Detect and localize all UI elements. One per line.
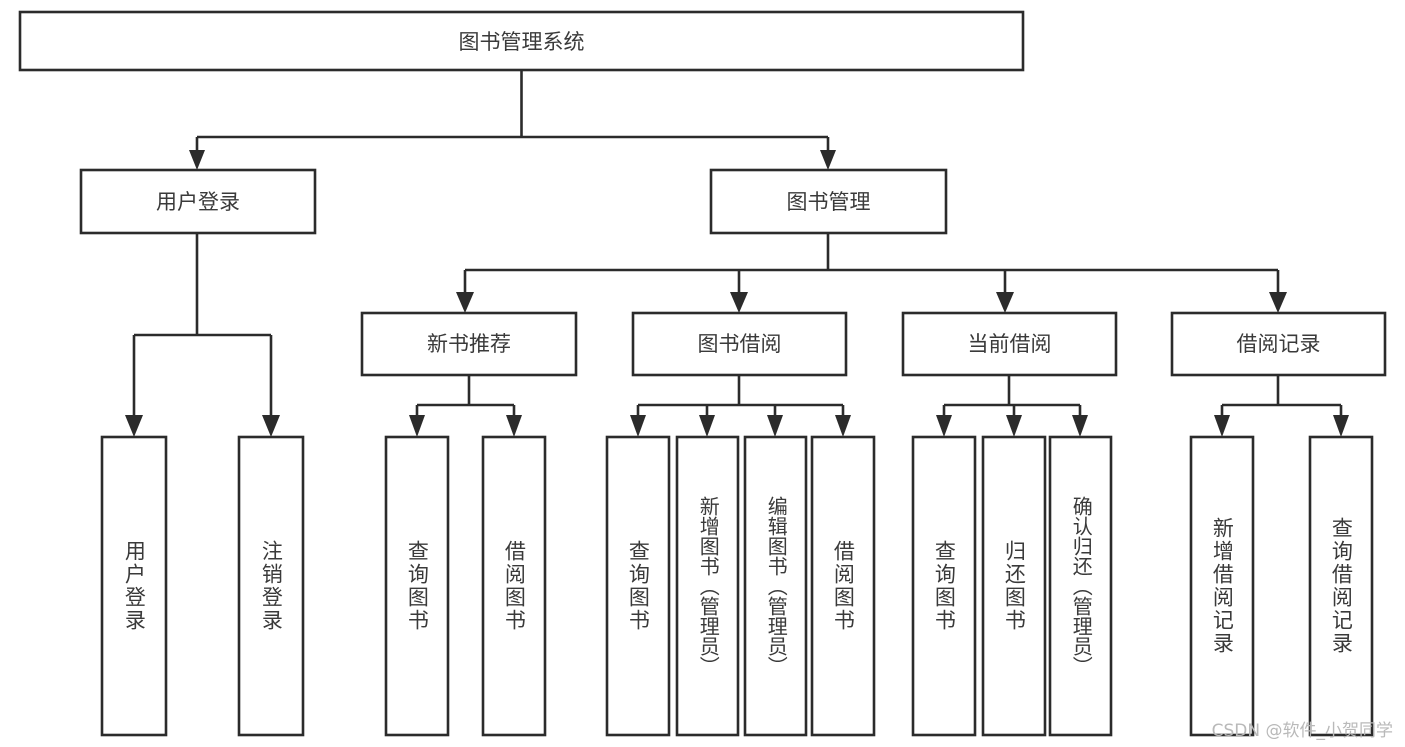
leaf-box-query-book-2[interactable] [605, 435, 671, 737]
leaf-box-edit-book[interactable] [743, 435, 808, 737]
connector-records-to-leaves [1214, 375, 1349, 437]
arrow-head-leaf-logout [262, 415, 280, 437]
leaf-box-return-book[interactable] [981, 435, 1047, 737]
node-borrow[interactable]: 图书借阅 [631, 311, 848, 377]
leaf-box-user-login[interactable] [100, 435, 168, 737]
node-root-box[interactable] [18, 10, 1025, 72]
node-records[interactable]: 借阅记录 [1170, 311, 1387, 377]
connector-newbook-to-leaves [409, 375, 522, 437]
arrow-head-leaf-add-book [699, 415, 715, 437]
connector-login-to-leaves [125, 233, 280, 437]
leaf-box-borrow-book-2[interactable] [810, 435, 876, 737]
connector-root-to-level2 [189, 70, 836, 170]
leaf-box-borrow-book-1[interactable] [481, 435, 547, 737]
connector-borrow-to-leaves [630, 375, 851, 437]
node-login-label: 用户登录 [156, 190, 240, 214]
arrow-head-records [1269, 292, 1287, 313]
arrow-head-leaf-borrow-book-1 [506, 415, 522, 437]
arrow-head-leaf-edit-book [767, 415, 783, 437]
arrow-head-leaf-query-book-3 [936, 415, 952, 437]
node-borrow-label: 图书借阅 [698, 332, 782, 356]
node-borrow-box[interactable] [631, 311, 848, 377]
arrow-head-leaf-query-record [1333, 415, 1349, 437]
connector-current-to-leaves [936, 375, 1088, 437]
leaf-box-logout[interactable] [237, 435, 305, 737]
arrow-head-leaf-return-book [1006, 415, 1022, 437]
node-newbook[interactable]: 新书推荐 [360, 311, 578, 377]
arrow-head-current [996, 292, 1014, 313]
arrow-head-leaf-add-record [1214, 415, 1230, 437]
node-login[interactable]: 用户登录 [79, 168, 317, 235]
node-root[interactable]: 图书管理系统 [18, 10, 1025, 72]
arrow-head-leaf-query-book-1 [409, 415, 425, 437]
leaf-box-query-record[interactable] [1308, 435, 1374, 737]
node-current-box[interactable] [901, 311, 1118, 377]
node-records-label: 借阅记录 [1237, 332, 1321, 356]
node-newbook-box[interactable] [360, 311, 578, 377]
leaf-box-add-record[interactable] [1189, 435, 1255, 737]
arrow-head-login [189, 150, 205, 170]
node-root-label: 图书管理系统 [459, 30, 585, 54]
leaf-box-query-book-1[interactable] [384, 435, 450, 737]
node-login-box[interactable] [79, 168, 317, 235]
node-bookmgmt[interactable]: 图书管理 [709, 168, 948, 235]
arrow-head-newbook [456, 292, 474, 313]
arrow-head-leaf-query-book-2 [630, 415, 646, 437]
node-current-label: 当前借阅 [968, 332, 1052, 356]
arrow-head-leaf-borrow-book-2 [835, 415, 851, 437]
leaf-box-add-book[interactable] [675, 435, 740, 737]
node-newbook-label: 新书推荐 [427, 332, 511, 356]
arrow-head-borrow [730, 292, 748, 313]
node-records-box[interactable] [1170, 311, 1387, 377]
arrow-head-leaf-user-login [125, 415, 143, 437]
node-current[interactable]: 当前借阅 [901, 311, 1118, 377]
leaf-box-query-book-3[interactable] [911, 435, 977, 737]
leaf-box-confirm-return[interactable] [1048, 435, 1113, 737]
arrow-head-leaf-confirm-return [1072, 415, 1088, 437]
node-bookmgmt-label: 图书管理 [787, 190, 871, 214]
arrow-head-bookmgmt [820, 150, 836, 170]
connector-bookmgmt-to-level3 [456, 233, 1287, 313]
node-bookmgmt-box[interactable] [709, 168, 948, 235]
